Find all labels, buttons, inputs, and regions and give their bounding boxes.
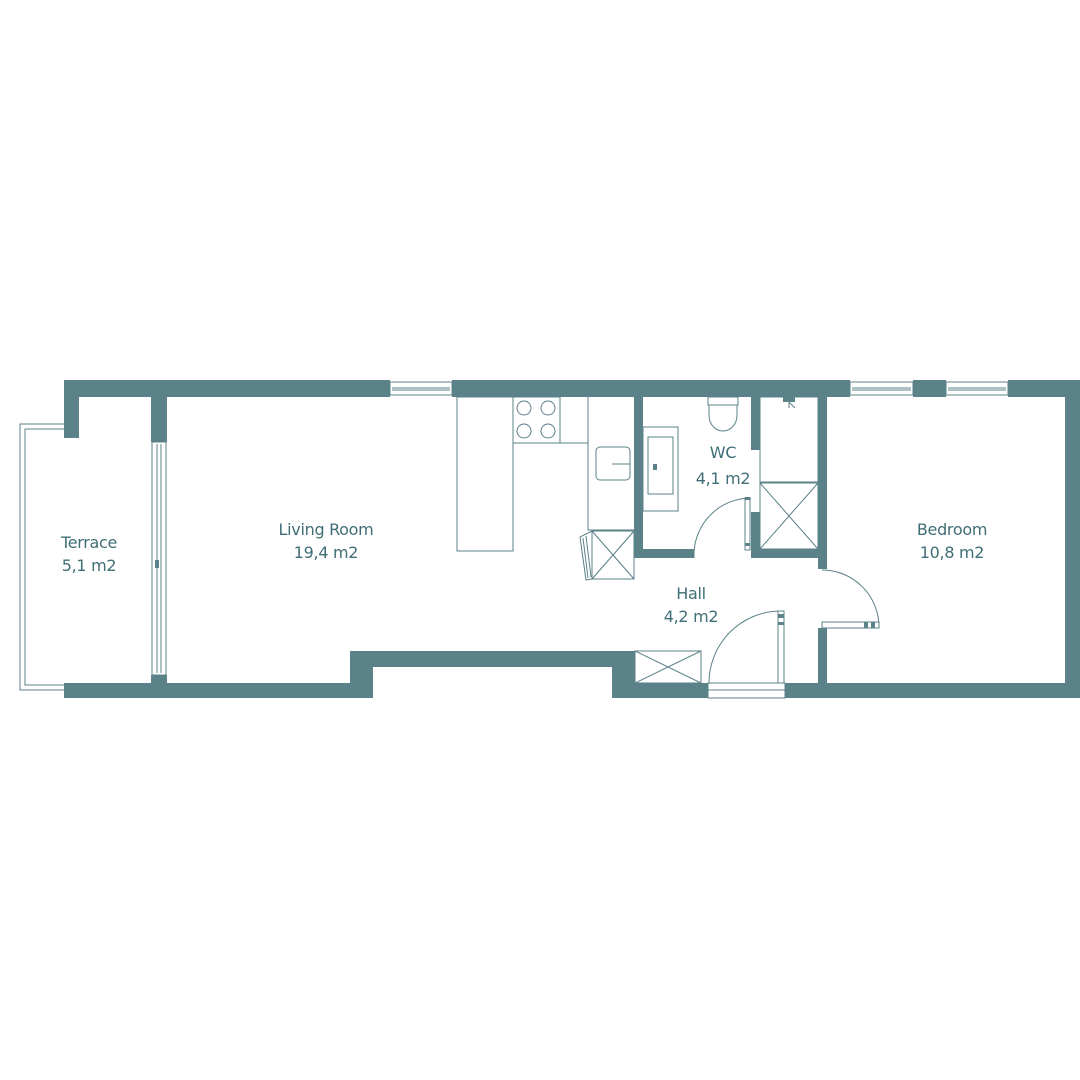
terrace-outline	[19, 423, 64, 691]
toilet-cistern-icon	[707, 396, 739, 406]
fridge-icon	[591, 530, 635, 580]
windows	[389, 381, 1009, 396]
hall-cupboard-icon	[634, 650, 702, 684]
wc-area: 4,1 m2	[696, 469, 751, 488]
terrace-name: Terrace	[60, 533, 117, 552]
hall-name: Hall	[676, 584, 706, 603]
storage-niche	[759, 396, 819, 483]
hob-burner-icon	[516, 423, 532, 439]
bedroom-area: 10,8 m2	[920, 543, 984, 562]
terrace-sliding-door	[151, 441, 167, 676]
wc-fixtures	[642, 396, 819, 558]
bedroom-name: Bedroom	[917, 520, 987, 539]
hall-area: 4,2 m2	[664, 607, 719, 626]
living-room-area: 19,4 m2	[294, 543, 358, 562]
terrace-area: 5,1 m2	[62, 556, 117, 575]
hob-burner-icon	[540, 400, 556, 416]
cupboard-icon	[759, 482, 819, 550]
living-room-name: Living Room	[279, 520, 374, 539]
room-labels: Terrace 5,1 m2 Living Room 19,4 m2 WC 4,…	[60, 443, 988, 626]
hob-burner-icon	[516, 400, 532, 416]
entrance-door-swing	[708, 610, 780, 684]
shower-tray-icon	[642, 426, 679, 512]
wc-door-swing	[693, 497, 752, 554]
wc-name: WC	[710, 443, 737, 462]
hall-fixtures	[634, 569, 880, 699]
walls	[64, 380, 1080, 698]
bedroom-door-swing	[821, 569, 880, 628]
hob-burner-icon	[540, 423, 556, 439]
kitchen	[456, 396, 635, 581]
toilet-bowl-icon	[708, 404, 738, 432]
